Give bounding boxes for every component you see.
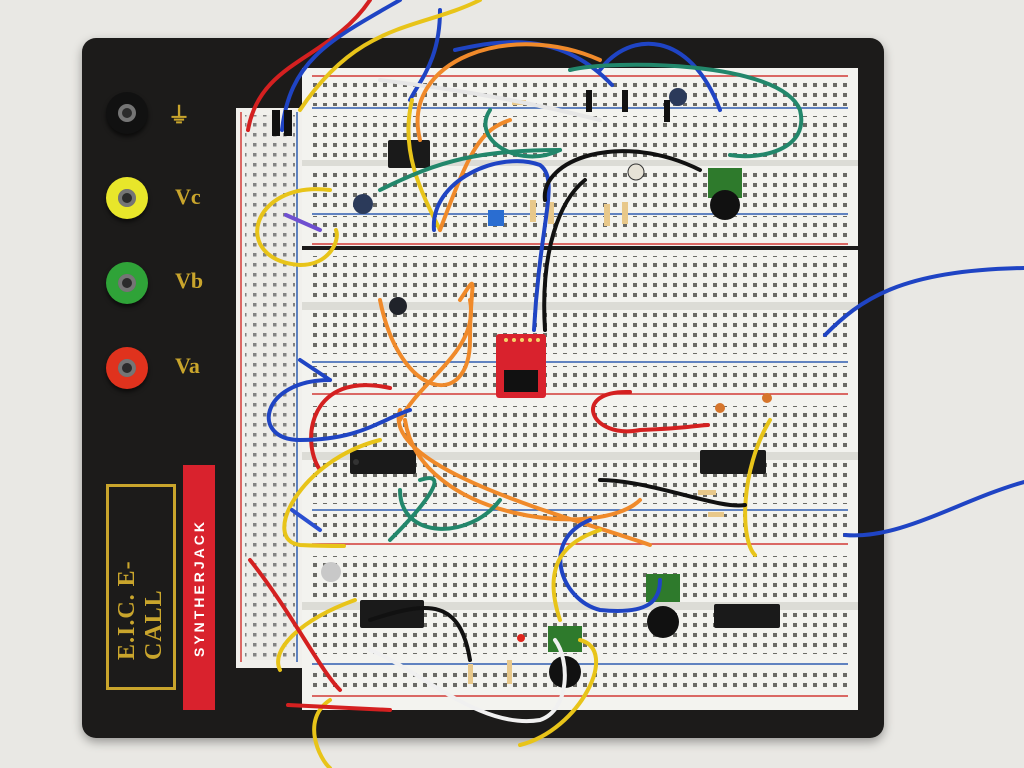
vc-label: Vc [175, 184, 201, 209]
ground-symbol: ⏚ [168, 103, 191, 128]
vb-label: Vb [175, 268, 204, 293]
capacitor-blue [488, 210, 504, 226]
capacitor-electrolytic-1 [353, 194, 373, 214]
red-breakout-board [496, 334, 546, 398]
vb-terminal [106, 262, 148, 304]
breadboard-row-2 [302, 250, 858, 400]
ic-chip-bottom-right [714, 604, 780, 628]
vc-terminal [106, 177, 148, 219]
led-red [517, 634, 525, 642]
header-pins [272, 90, 670, 136]
potentiometer-mid [646, 574, 680, 638]
manufacturer-logo-frame [106, 484, 176, 690]
capacitor-electrolytic-4 [627, 163, 645, 181]
ic-chip-left-mid [350, 450, 416, 474]
va-label: Va [175, 353, 200, 378]
transistor [321, 562, 341, 582]
ground-terminal [106, 92, 148, 134]
capacitor-electrolytic-3 [389, 297, 407, 315]
jumper-wires [246, 0, 1024, 768]
capacitor-electrolytic-2 [669, 88, 687, 106]
potentiometer-top [708, 168, 742, 220]
capacitor-ceramic-2 [762, 393, 772, 403]
va-terminal [106, 347, 148, 389]
capacitor-ceramic-1 [715, 403, 725, 413]
